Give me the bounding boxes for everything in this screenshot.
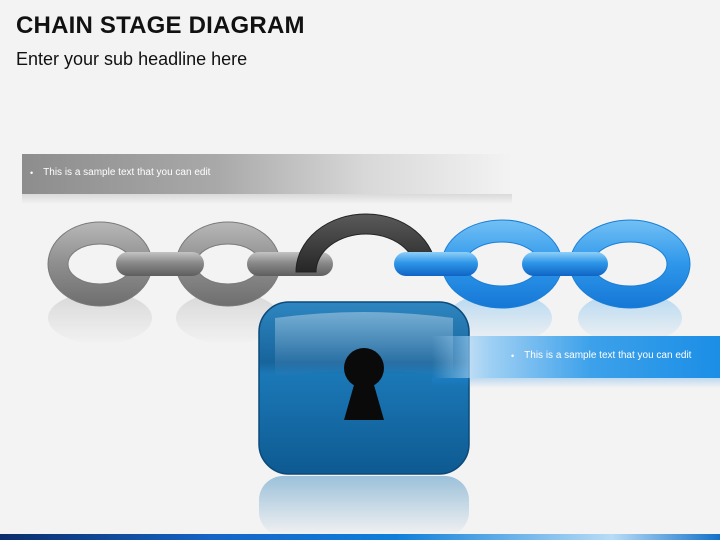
callout-band-left-reflection [22,194,512,204]
callout-text-left[interactable]: • This is a sample text that you can edi… [30,167,210,178]
blue-chain [394,219,691,309]
bullet-icon: • [511,350,515,361]
bullet-icon: • [30,167,34,178]
callout-band-right-reflection [432,378,720,388]
page-subtitle: Enter your sub headline here [16,49,248,69]
padlock-reflection [259,476,469,536]
blue-bar-2 [522,252,608,276]
callout-label-left: This is a sample text that you can edit [43,167,211,178]
padlock-icon [258,301,470,475]
callout-text-right[interactable]: • This is a sample text that you can edi… [511,350,691,361]
keyhole-icon [344,348,384,420]
callout-band-right [432,336,720,378]
chain-icon [47,221,333,307]
callout-label-right: This is a sample text that you can edit [524,350,692,361]
gray-bar-1 [116,252,204,276]
footer-bar [0,534,720,540]
callout-band-left [22,154,512,194]
blue-link-2 [569,219,691,309]
page-title: CHAIN STAGE DIAGRAM [16,12,305,39]
blue-bar-1 [394,252,478,276]
